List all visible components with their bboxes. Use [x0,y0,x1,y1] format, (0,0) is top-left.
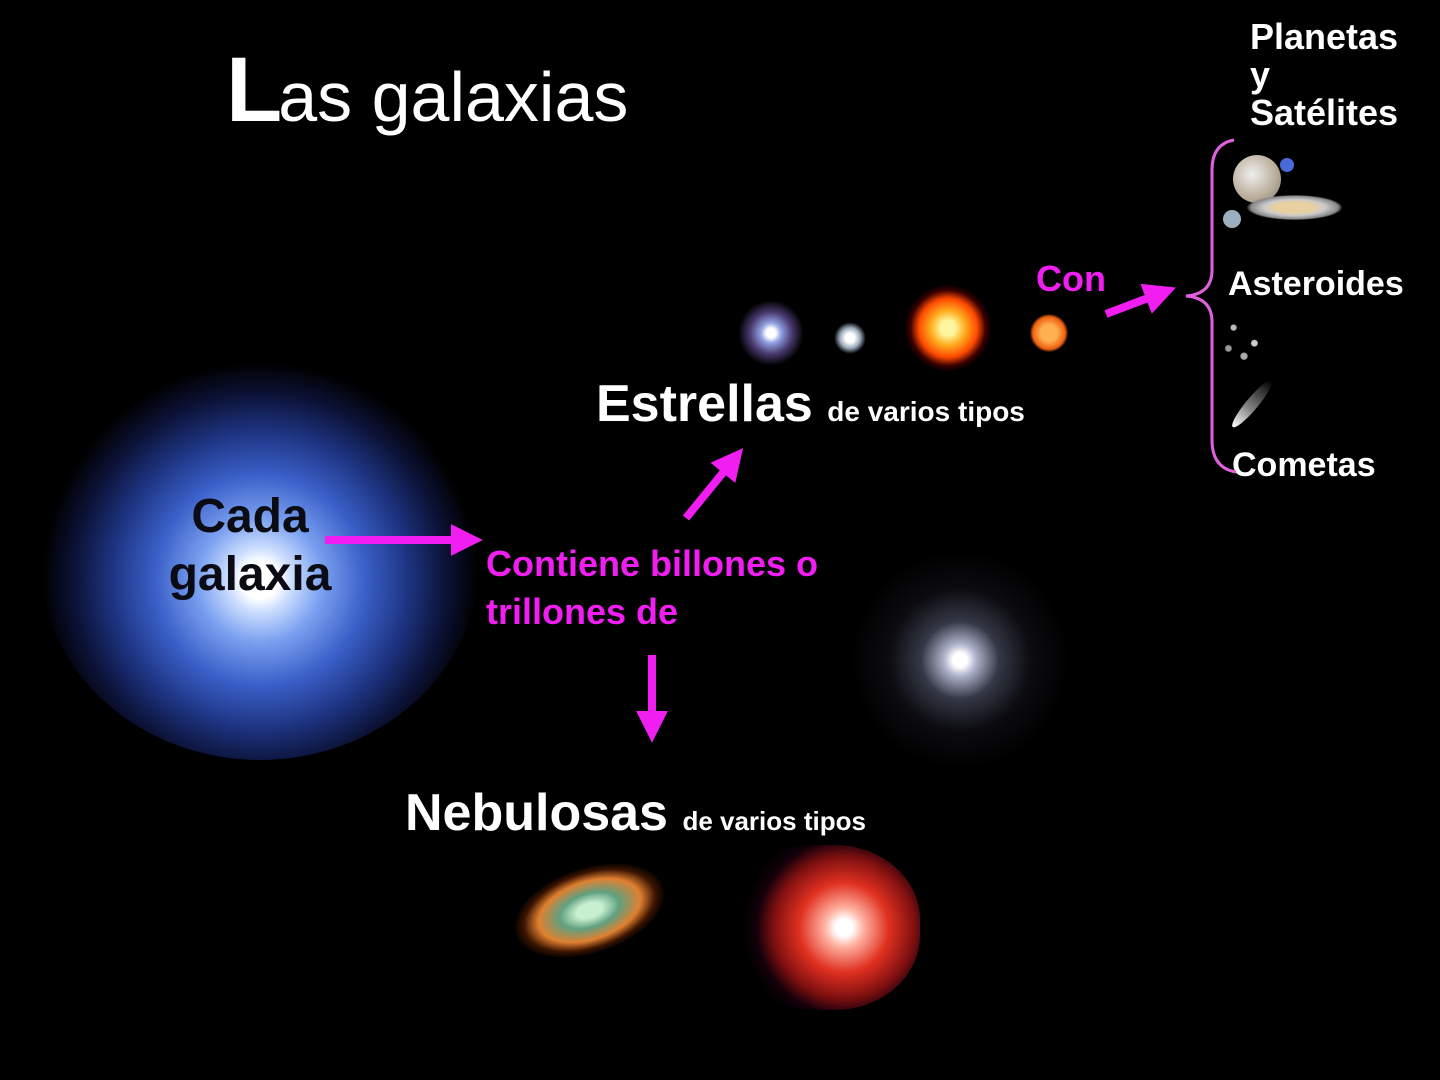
planets-line2: y [1250,54,1271,95]
contains-text: Contiene billones o trillones de [486,540,818,636]
galaxy-label-line2: galaxia [168,548,332,601]
stars-subtitle: de varios tipos [827,396,1025,427]
arrow-con-to-bodies [1104,283,1176,318]
comets-label: Cometas [1232,446,1376,484]
nebulae-subtitle: de varios tipos [682,806,866,836]
star-image-white [834,322,866,354]
arrow-to-stars [682,448,744,521]
curly-brace [1185,138,1237,474]
orion-nebula-image [730,845,920,1010]
nebulae-heading: Nebulosas de varios tipos [405,783,866,843]
contains-line1: Contiene billones o [486,543,819,584]
star-image-blue-nebula [738,300,804,366]
asteroids-image [1218,312,1270,364]
title-initial: L [226,39,282,141]
galaxy-label-line1: Cada [191,490,309,543]
stars-label: Estrellas [596,375,813,433]
spiral-galaxy-image [40,360,480,760]
slide-title: Las galaxias [226,44,628,136]
planets-image [1223,150,1350,235]
with-label: Con [1036,258,1106,299]
planets-line1: Planetas [1250,16,1399,57]
stars-heading: Estrellas de varios tipos [596,374,1025,434]
star-cluster-image [830,540,1090,780]
planets-line3: Satélites [1250,92,1399,133]
title-rest: as galaxias [278,58,629,136]
star-image-red-giant [905,285,991,371]
asteroids-label: Asteroides [1228,265,1404,303]
nebulae-label: Nebulosas [405,784,668,842]
contains-line2: trillones de [486,591,679,632]
star-image-sun [1030,314,1068,352]
